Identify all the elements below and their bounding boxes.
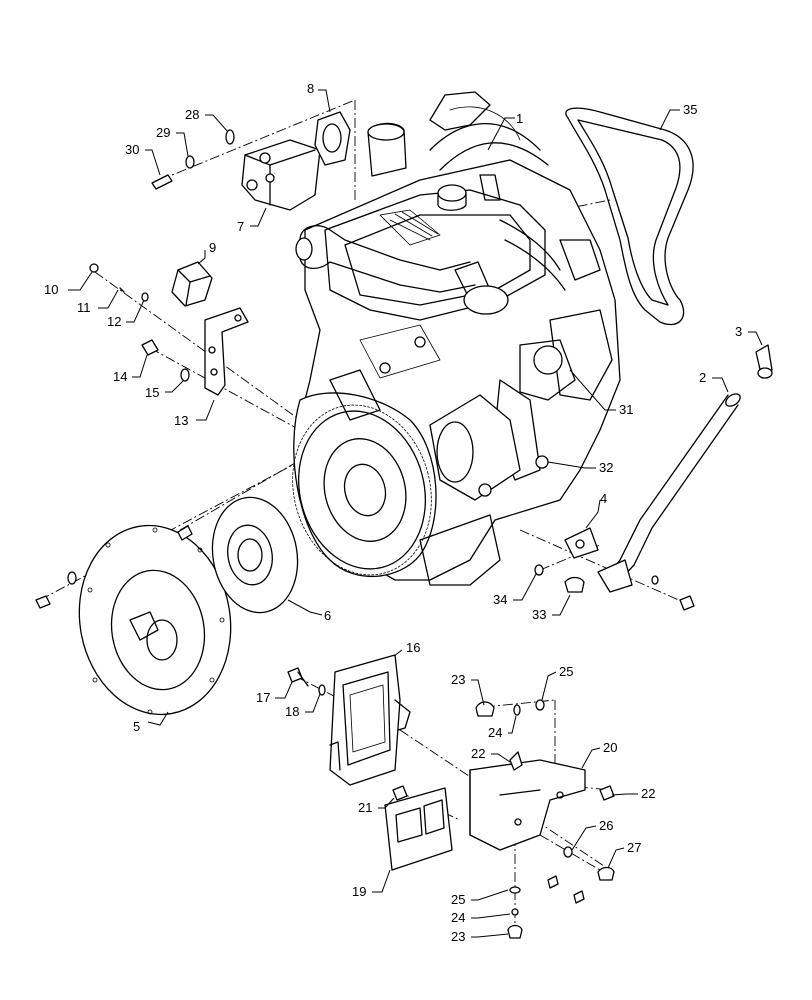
callout-18: 18 [285,704,299,719]
callout-22-top: 22 [471,746,485,761]
callout-30: 30 [125,142,139,157]
callout-10: 10 [44,282,58,297]
callout-24-top: 24 [488,725,502,740]
callout-11: 11 [77,300,91,315]
callout-13: 13 [174,413,188,428]
callout-4: 4 [600,491,607,506]
callout-19: 19 [352,884,366,899]
hydraulic-pump [241,139,321,211]
callout-23-bottom: 23 [451,929,465,944]
flange-fasteners [534,564,695,611]
callout-21: 21 [358,800,372,815]
pump-gasket [314,111,351,166]
callout-1: 1 [516,111,523,126]
callout-23-top: 23 [451,672,465,687]
flywheel-bolts [35,571,77,609]
callout-22-right: 22 [641,786,655,801]
ecu-gasket [384,787,453,871]
callout-33: 33 [532,607,546,622]
clutch-disc [177,496,299,614]
callout-20: 20 [603,740,617,755]
callout-16: 16 [406,640,420,655]
callout-labels: 1 2 3 4 5 6 7 8 9 10 11 12 13 14 15 16 1… [44,81,742,944]
relay-fasteners [89,263,190,382]
callout-34: 34 [493,592,507,607]
callout-32: 32 [599,460,613,475]
callout-15: 15 [145,385,159,400]
callout-5: 5 [133,719,140,734]
tube-flange [564,527,599,559]
callout-28: 28 [185,107,199,122]
relay [171,261,213,307]
callout-3: 3 [735,324,742,339]
callout-27: 27 [627,840,641,855]
pump-fasteners [151,129,235,190]
callout-25-bottom: 25 [451,892,465,907]
callout-14: 14 [113,369,127,384]
drive-belt [565,107,694,326]
dipstick-tube [597,393,741,593]
bracket-fasteners [392,699,615,939]
callout-29: 29 [156,125,170,140]
engine-assembly [292,91,621,586]
callout-7: 7 [237,219,244,234]
callout-26: 26 [599,818,613,833]
callout-17: 17 [256,690,270,705]
ecu-fasteners [287,667,326,696]
callout-8: 8 [307,81,314,96]
callout-leaders [68,89,763,938]
callout-6: 6 [324,608,331,623]
callout-12: 12 [107,314,121,329]
flywheel-plate [78,524,232,716]
relay-bracket [204,307,249,396]
ecu-module [329,654,411,786]
callout-2: 2 [699,370,706,385]
callout-25-top: 25 [559,664,573,679]
callout-24-bottom: 24 [451,910,465,925]
ecu-bracket [469,759,586,851]
callout-35: 35 [683,102,697,117]
callout-9: 9 [209,240,216,255]
callout-31: 31 [619,402,633,417]
dipstick-cap [755,344,773,379]
